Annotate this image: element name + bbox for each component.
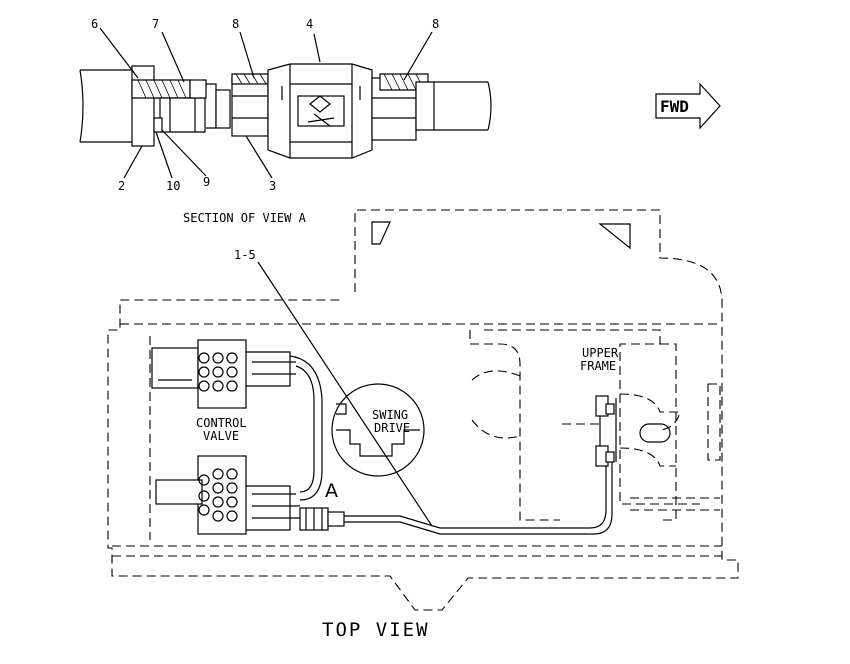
valve-spools-upper [198,352,238,392]
frame-notch-right [598,223,631,250]
callout-10: 10 [166,179,180,193]
adapter-fitting [215,73,269,137]
top-view: SWING DRIVE [107,209,739,641]
left-hose [79,65,155,147]
view-a-marker: A [325,480,338,502]
check-valve-body [267,63,373,159]
valve-spools-lower [198,468,238,522]
control-valve: CONTROL VALVE [151,339,247,535]
callout-9: 9 [203,175,210,189]
callout-1-5-leader [257,261,433,527]
control-valve-label-1: CONTROL [196,416,247,430]
swing-drive: SWING DRIVE [331,383,425,477]
fwd-arrow-icon [655,82,721,130]
callout-8-left: 8 [232,17,239,31]
upper-frame-label-1: UPPER [582,346,619,360]
callout-8-right: 8 [432,17,439,31]
right-fitting [371,73,435,141]
hose-lines [289,355,617,535]
callout-6: 6 [91,17,98,31]
callout-2: 2 [118,179,125,193]
control-valve-label-2: VALVE [203,429,239,443]
callout-3: 3 [269,179,276,193]
section-title: SECTION OF VIEW A [183,211,307,225]
forward-arrow: FWD [655,82,721,130]
callout-4: 4 [306,17,313,31]
top-view-title: TOP VIEW [322,619,430,641]
frame-notch-left [371,221,391,245]
upper-frame-label-2: FRAME [580,359,616,373]
callout-1-5: 1-5 [234,248,256,262]
valve-fittings [246,351,345,531]
callout-7: 7 [152,17,159,31]
upper-frame-detail: UPPER FRAME [580,346,681,467]
fwd-label: FWD [660,97,689,116]
swing-drive-label-1: SWING [372,408,408,422]
right-hose [434,81,492,131]
left-fitting [131,79,217,133]
frame-outline [107,209,739,611]
swing-drive-label-2: DRIVE [374,421,410,435]
section-view-a: 6 7 8 4 8 2 10 9 3 SECTION OF VIEW A [79,17,492,225]
